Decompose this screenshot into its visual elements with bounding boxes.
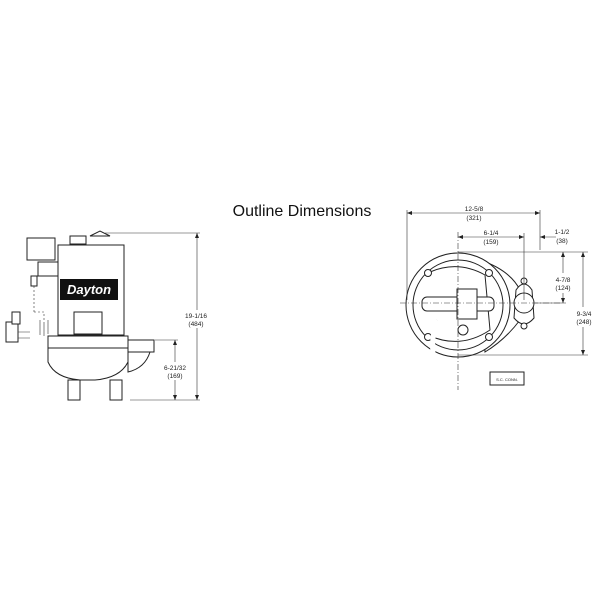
center-to-discharge-in: 6-1/4 — [484, 230, 499, 237]
overall-depth-mm: (248) — [576, 319, 591, 326]
diagram-title: Outline Dimensions — [232, 203, 372, 220]
discharge-height-mm: (169) — [167, 373, 182, 380]
cord-tag: S.C. CONN. — [496, 377, 518, 382]
overall-depth-in: 9-3/4 — [577, 311, 592, 318]
dayton-logo-plate — [60, 279, 118, 300]
overall-height-in: 19-1/16 — [185, 313, 207, 320]
discharge-size-mm: (38) — [556, 238, 568, 245]
pump-top-view: S.C. CONN. 12-5/8 (321) 6-1/4 (159) 1-1/… — [400, 206, 598, 390]
overall-width-in: 12-5/8 — [465, 206, 484, 213]
discharge-height-in: 6-21/32 — [164, 365, 186, 372]
discharge-size-in: 1-1/2 — [555, 229, 570, 236]
discharge-offset-in: 4-7/8 — [556, 277, 571, 284]
overall-width-mm: (321) — [466, 215, 481, 222]
discharge-offset-mm: (124) — [555, 285, 570, 292]
center-to-discharge-mm: (159) — [483, 239, 498, 246]
pump-side-view: Dayton 19-1/16 (484) 6-21/32 (169) — [5, 198, 208, 401]
overall-height-mm: (484) — [188, 321, 203, 328]
brand-logo: Dayton — [67, 282, 111, 297]
